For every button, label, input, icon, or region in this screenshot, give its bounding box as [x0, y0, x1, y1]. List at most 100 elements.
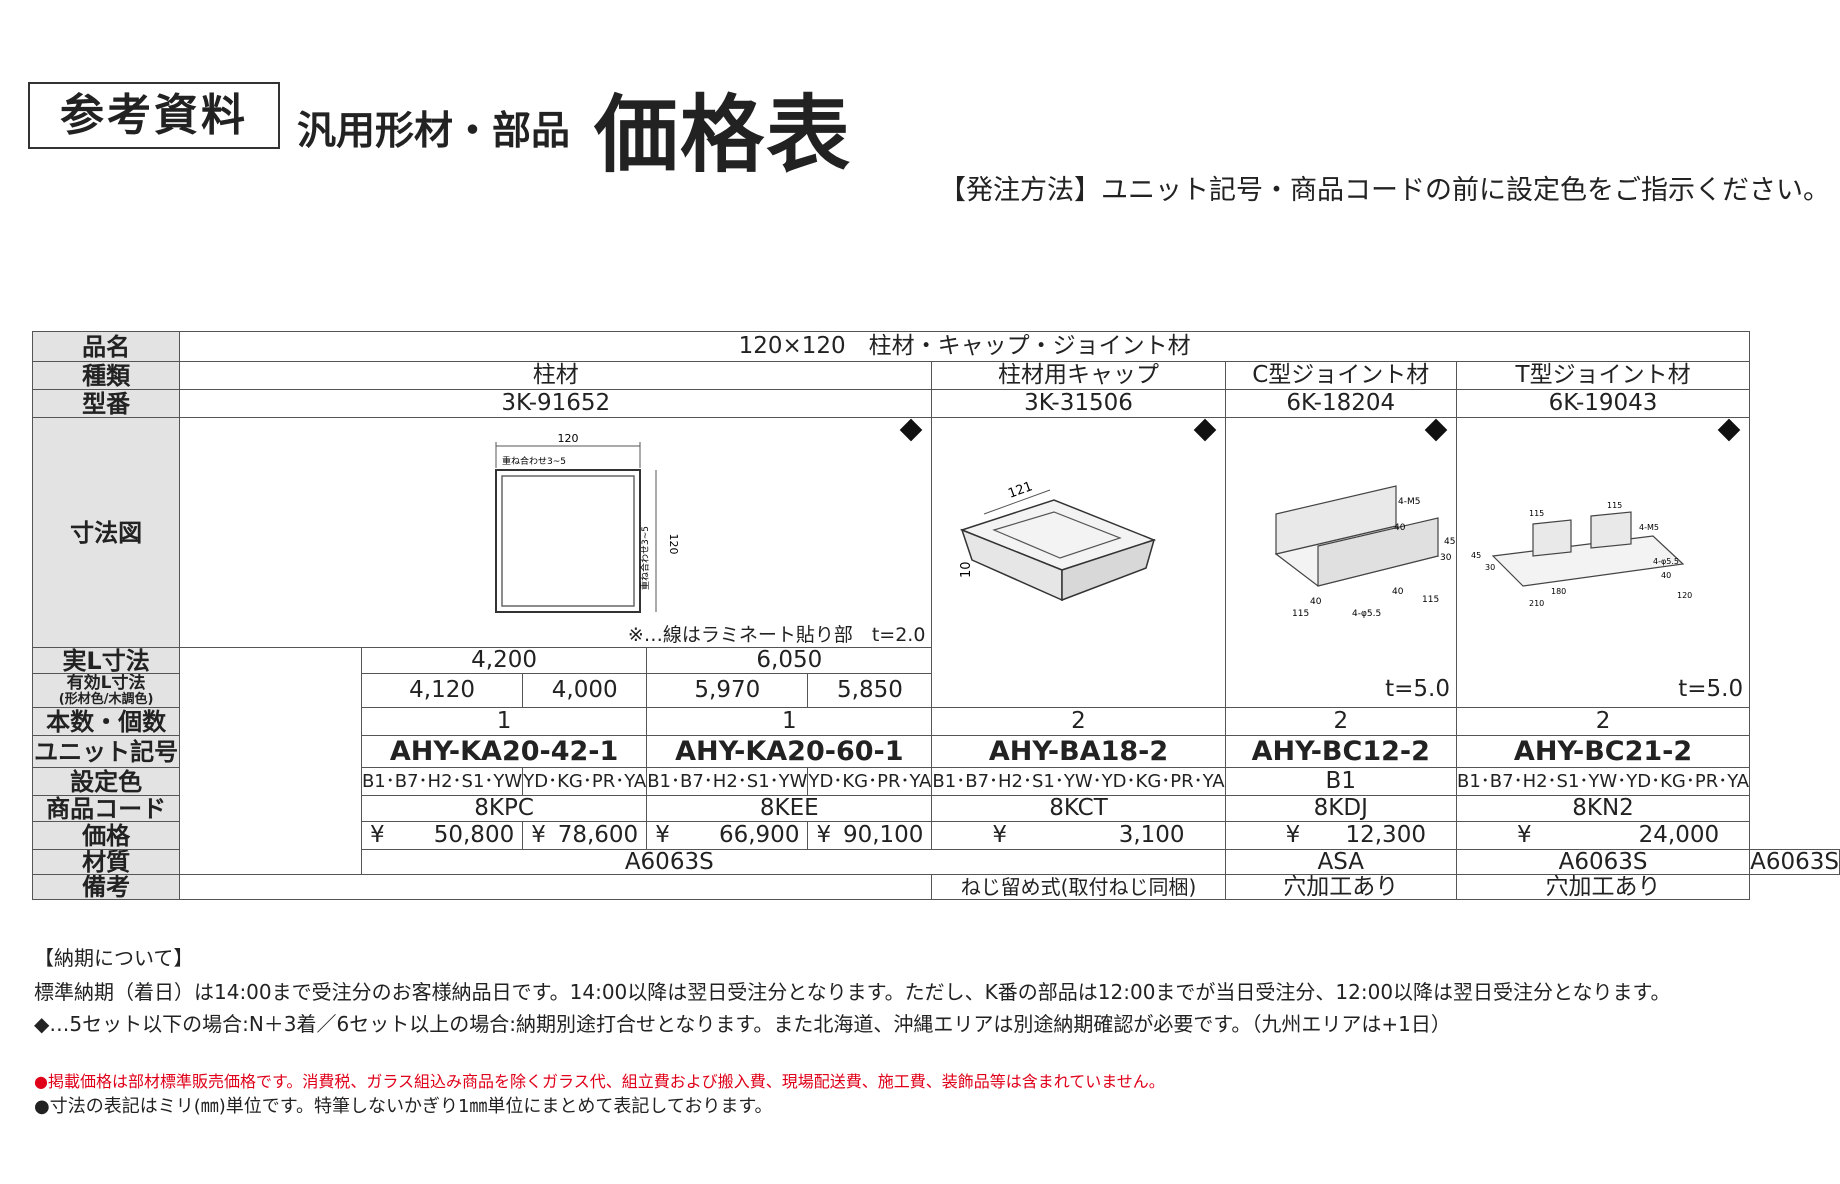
empty-cell [179, 647, 362, 708]
label-effective-length-sub: (形材色/木調色) [58, 691, 154, 707]
quantity-cell: 1 [360, 707, 648, 736]
price-cell: ¥3,100 [931, 821, 1226, 850]
label-unit-code: ユニット記号 [31, 735, 181, 768]
delivery-line-1: 標準納期（着日）は14:00まで受注分のお客様納品日です。14:00以降は翌日受… [34, 980, 1671, 1004]
label-remarks: 備考 [31, 874, 181, 900]
row-diagram: 寸法図 120 重ね合わせ3~5 120 重ね合わせ3~5 ※…線はラミネート貼… [31, 417, 1840, 708]
dim-45: 45 [1471, 551, 1481, 560]
label-color: 設定色 [31, 767, 181, 796]
reference-material-box: 参考資料 [28, 82, 280, 149]
row-type: 種類 柱材 柱材用キャップ C型ジョイント材 T型ジョイント材 [31, 361, 1840, 390]
diagram-t-joint: 115 115 4-M5 45 30 180 210 4-φ5.5 40 120… [1455, 417, 1751, 708]
dim-115-a: 115 [1529, 509, 1544, 518]
subtitle: 汎用形材・部品 [297, 109, 571, 154]
label-model: 型番 [31, 389, 181, 418]
laminate-note: ※…線はラミネート貼り部 t=2.0 [627, 624, 926, 646]
row-product-name: 品名 120×120 柱材・キャップ・ジョイント材 [31, 331, 1840, 362]
label-product-name: 品名 [31, 331, 181, 362]
label-effective-length-main: 有効L寸法 [66, 673, 146, 693]
product-code-cell: 8KCT [931, 795, 1226, 822]
label-actual-length: 実L寸法 [31, 647, 181, 674]
dim-4phi: 4-φ5.5 [1352, 609, 1381, 619]
model-cap: 3K-31506 [931, 389, 1226, 418]
yen-sign: ¥ [1285, 822, 1301, 848]
price-value: 90,100 [842, 822, 924, 848]
material-t-joint: A6063S [1749, 849, 1840, 875]
dim-40: 40 [1661, 571, 1671, 580]
cap-diagram: 121 10 [959, 479, 1157, 602]
dim-115-b: 115 [1422, 595, 1439, 605]
effective-length-cell: 4,000 [522, 673, 648, 708]
price-table: 品名 120×120 柱材・キャップ・ジョイント材 種類 柱材 柱材用キャップ … [31, 331, 1840, 900]
product-name: 120×120 柱材・キャップ・ジョイント材 [179, 331, 1751, 362]
color-cell: YD･KG･PR･YA [522, 767, 648, 796]
price-value: 50,800 [433, 822, 515, 848]
dim-4phi: 4-φ5.5 [1653, 557, 1679, 566]
price-value: 24,000 [1638, 822, 1720, 848]
row-unit-code: ユニット記号 AHY-KA20-42-1 AHY-KA20-60-1 AHY-B… [31, 735, 1840, 768]
price-cell: ¥12,300 [1224, 821, 1457, 850]
color-cell: B1･B7･H2･S1･YW [360, 767, 524, 796]
dim-4m5: 4-M5 [1639, 523, 1659, 532]
dim-115-a: 115 [1292, 609, 1309, 619]
row-price: 価格 ¥50,800 ¥78,600 ¥66,900 ¥90,100 ¥3,10… [31, 821, 1840, 850]
product-code-cell: 8KDJ [1224, 795, 1457, 822]
diagram-cap: 121 10 [931, 417, 1226, 708]
diagram-pillar: 120 重ね合わせ3~5 120 重ね合わせ3~5 ※…線はラミネート貼り部 t… [179, 417, 933, 648]
dim-4m5: 4-M5 [1398, 497, 1420, 507]
page-title: 価格表 [594, 86, 853, 184]
t-joint-diagram: 115 115 4-M5 45 30 180 210 4-φ5.5 40 120 [1471, 501, 1692, 608]
dim-overlap-side: 重ね合わせ3~5 [639, 526, 651, 590]
quantity-cell: 2 [1455, 707, 1751, 736]
price-cell: ¥66,900 [646, 821, 809, 850]
color-cell: YD･KG･PR･YA [807, 767, 933, 796]
price-cell: ¥90,100 [807, 821, 933, 850]
unit-code-cell: AHY-KA20-60-1 [646, 735, 933, 768]
effective-length-cell: 4,120 [360, 673, 524, 708]
product-code-cell: 8KN2 [1455, 795, 1751, 822]
unit-code-cell: AHY-BA18-2 [931, 735, 1226, 768]
yen-sign: ¥ [531, 822, 546, 848]
type-c-joint: C型ジョイント材 [1224, 361, 1457, 390]
dim-40-c: 40 [1392, 587, 1404, 597]
dim-30: 30 [1440, 553, 1452, 563]
pillar-cross-section-diagram: 120 重ね合わせ3~5 120 重ね合わせ3~5 [495, 432, 680, 613]
price-disclaimer: ●掲載価格は部材標準販売価格です。消費税、ガラス組込み商品を除くガラス代、組立費… [34, 1072, 1165, 1091]
price-value: 3,100 [1118, 822, 1185, 848]
effective-length-cell: 5,970 [646, 673, 809, 708]
dim-overlap-top: 重ね合わせ3~5 [502, 455, 566, 467]
label-price: 価格 [31, 821, 181, 850]
order-instruction: 【発注方法】ユニット記号・商品コードの前に設定色をご指示ください。 [939, 175, 1830, 206]
model-t-joint: 6K-19043 [1455, 389, 1751, 418]
delivery-title: 【納期について】 [34, 946, 194, 970]
color-cell: B1 [1224, 767, 1457, 796]
quantity-cell: 1 [646, 707, 933, 736]
dim-10: 10 [959, 561, 974, 578]
effective-length-cell: 5,850 [807, 673, 933, 708]
diamond-icon [1193, 418, 1216, 442]
quantity-cell: 2 [931, 707, 1226, 736]
dim-30: 30 [1485, 563, 1495, 572]
diamond-icon [1717, 418, 1741, 442]
label-quantity: 本数・個数 [31, 707, 181, 736]
row-effective-length: 有効L寸法 (形材色/木調色) 4,120 4,000 5,970 5,850 [31, 673, 1840, 708]
dim-121: 121 [1007, 479, 1035, 502]
dim-115-b: 115 [1607, 501, 1622, 510]
dim-120: 120 [1677, 591, 1692, 600]
row-model: 型番 3K-91652 3K-31506 6K-18204 6K-19043 [31, 389, 1840, 418]
dim-45: 45 [1444, 537, 1455, 547]
label-material: 材質 [31, 849, 181, 875]
price-cell: ¥78,600 [522, 821, 648, 850]
remark-pillar [179, 874, 933, 900]
yen-sign: ¥ [655, 822, 670, 848]
remark-t-joint: 穴加工あり [1455, 874, 1751, 900]
label-product-code: 商品コード [31, 795, 181, 822]
product-code-cell: 8KEE [646, 795, 933, 822]
thickness-note-c: t=5.0 [1385, 676, 1450, 702]
yen-sign: ¥ [816, 822, 832, 848]
dim-40-b: 40 [1310, 597, 1322, 607]
product-code-cell: 8KPC [360, 795, 648, 822]
quantity-cell: 2 [1224, 707, 1457, 736]
yen-sign: ¥ [992, 822, 1008, 848]
price-cell: ¥24,000 [1455, 821, 1751, 850]
